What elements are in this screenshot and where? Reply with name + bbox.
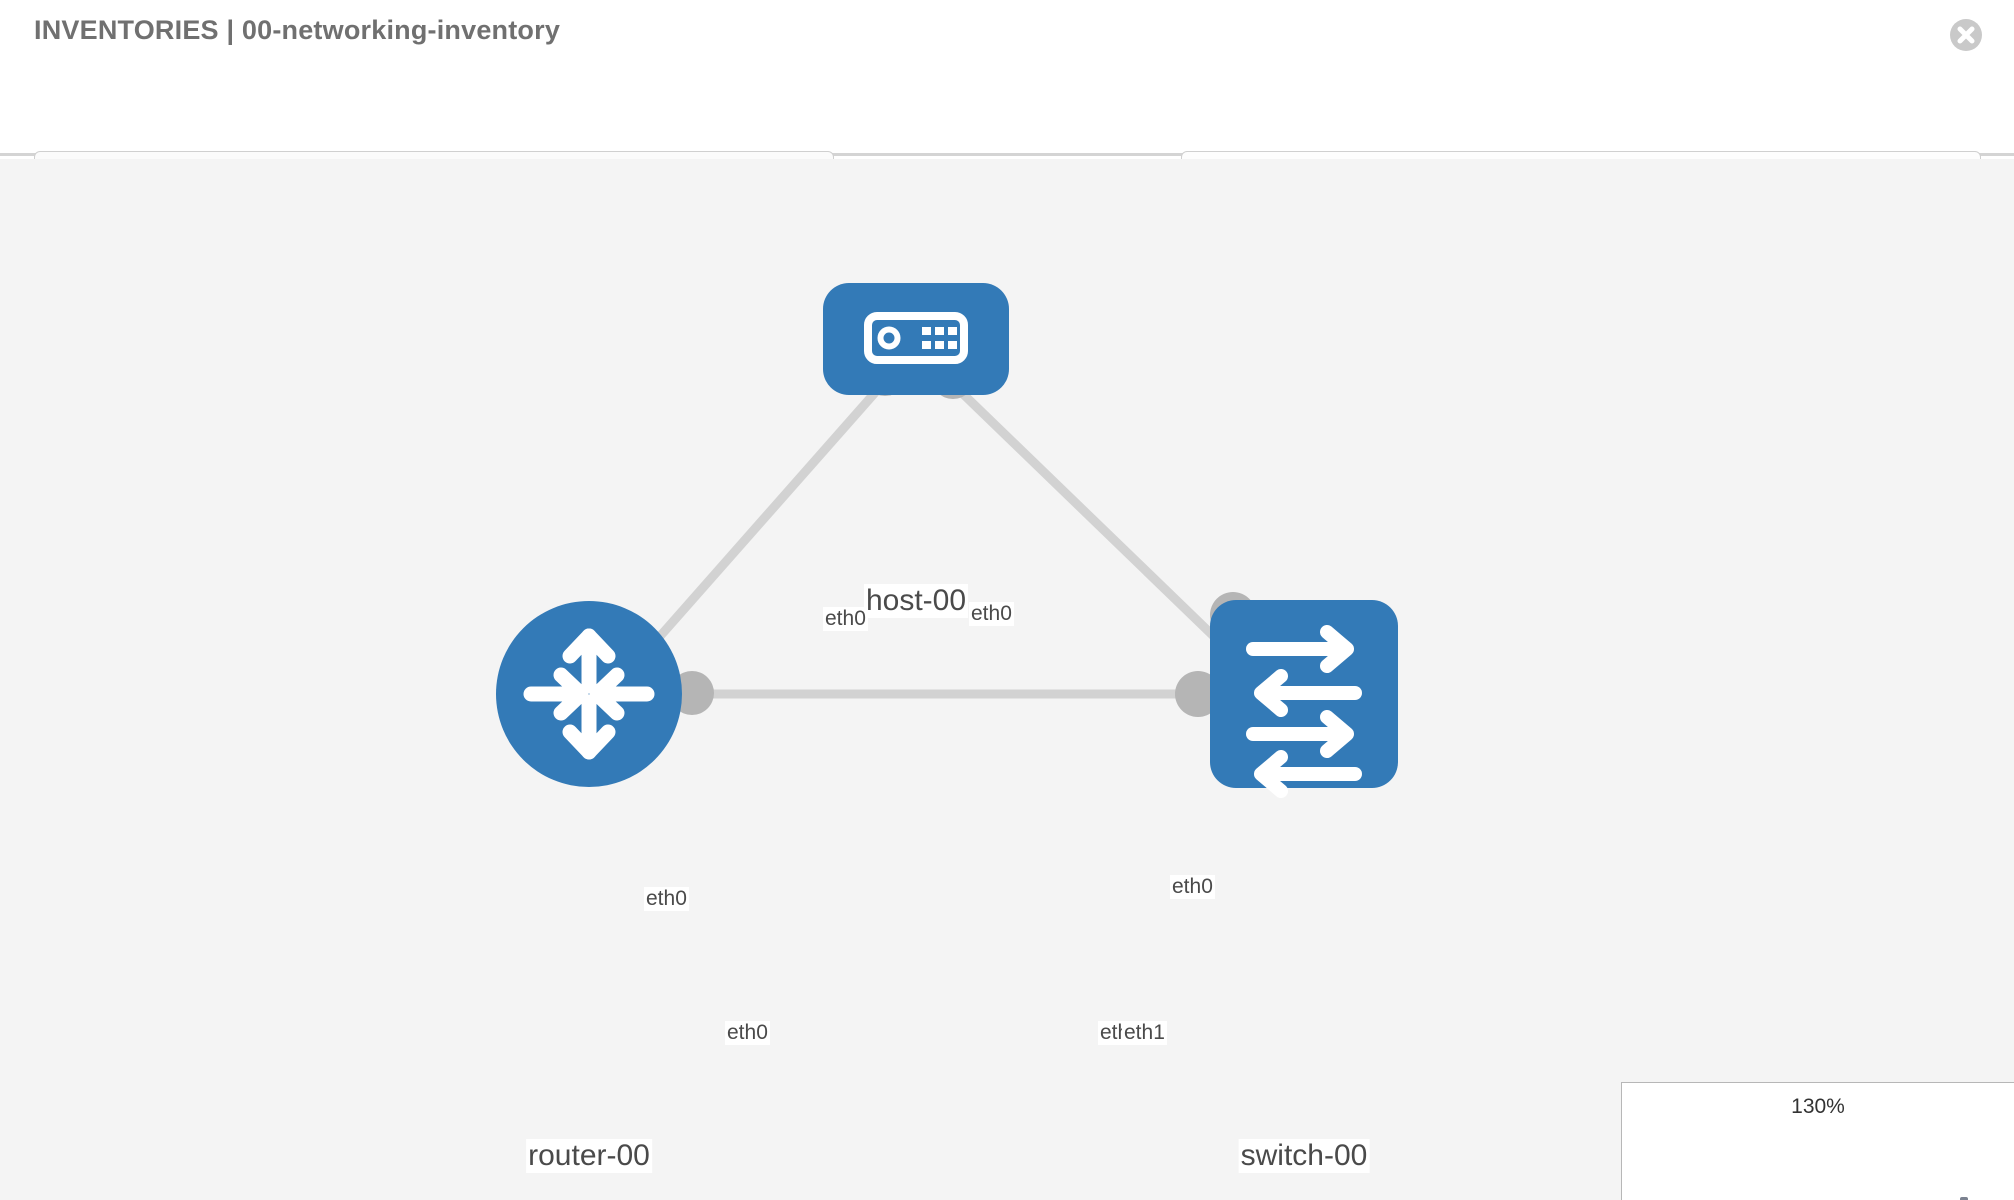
toolbar: ACTIONS SEARCH [0, 68, 2014, 209]
link-host-router[interactable] [636, 384, 884, 662]
interface-label-host-left[interactable]: eth0 [823, 607, 868, 631]
node-label-host-00[interactable]: host-00 [863, 584, 969, 618]
page-header: INVENTORIES | 00-networking-inventory [0, 0, 2014, 68]
page-title: INVENTORIES | 00-networking-inventory [34, 15, 561, 45]
node-host-00[interactable] [823, 283, 1009, 395]
topology-graph [496, 283, 1398, 798]
node-label-router-00[interactable]: router-00 [526, 1139, 652, 1173]
interface-label-host-right[interactable]: eth0 [969, 602, 1014, 626]
close-icon[interactable] [1950, 19, 1982, 51]
zoom-percent-label: 130% [1791, 1095, 1845, 1118]
topology-interfaces [670, 352, 1256, 717]
topology-links [636, 384, 1236, 699]
link-host-switch[interactable] [956, 387, 1236, 658]
interface-label-router-right[interactable]: eth0 [725, 1021, 770, 1045]
interface-label-switch-left-b[interactable]: eth1 [1122, 1021, 1167, 1045]
node-switch-00[interactable] [1210, 600, 1398, 798]
topology-canvas[interactable]: host-00 router-00 switch-00 eth0 eth0 et… [0, 159, 2014, 1200]
node-label-switch-00[interactable]: switch-00 [1238, 1139, 1370, 1173]
zoom-in-button[interactable] [1950, 1197, 1978, 1200]
interface-label-switch-up[interactable]: eth0 [1170, 875, 1215, 899]
node-router-00[interactable] [496, 601, 682, 787]
interface-label-router-up[interactable]: eth0 [644, 887, 689, 911]
zoom-control-panel: 130% [1621, 1082, 2014, 1200]
interface-dot-switch-left[interactable] [1175, 671, 1221, 717]
